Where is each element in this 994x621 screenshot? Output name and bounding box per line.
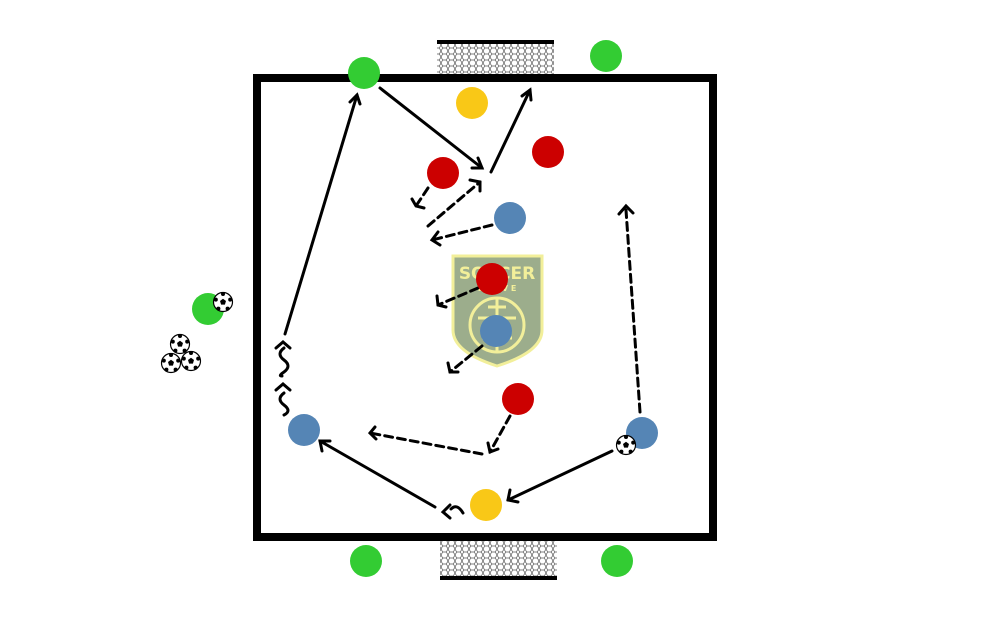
bottom-goal bbox=[440, 541, 557, 580]
player-yellow-bottom[interactable] bbox=[470, 489, 502, 521]
top-goal bbox=[437, 40, 554, 76]
dribble-bottom bbox=[449, 505, 465, 515]
dribble-left-upper bbox=[278, 346, 290, 378]
pass-yellow-to-blue bbox=[318, 439, 437, 509]
balls bbox=[160, 291, 637, 456]
run-red-left bbox=[414, 186, 430, 208]
run-diagonal-up bbox=[426, 180, 482, 228]
pass-blue-to-yellow bbox=[506, 449, 614, 502]
pass-arrows bbox=[283, 86, 614, 509]
dribble-left-lower bbox=[278, 391, 290, 417]
player-blue-2[interactable] bbox=[480, 315, 512, 347]
run-blue-logo bbox=[448, 344, 484, 374]
run-right-up bbox=[624, 208, 642, 414]
player-blue-1[interactable] bbox=[494, 202, 526, 234]
run-bottom-left bbox=[368, 431, 484, 456]
player-green-top-left[interactable] bbox=[348, 57, 380, 89]
run-red-bottom bbox=[488, 414, 512, 454]
player-red-3[interactable] bbox=[476, 263, 508, 295]
run-blue-center bbox=[430, 223, 494, 242]
player-green-bottom-right[interactable] bbox=[601, 545, 633, 577]
run-arrows bbox=[368, 180, 642, 456]
player-red-2[interactable] bbox=[532, 136, 564, 168]
ball-icon[interactable] bbox=[160, 352, 182, 374]
player-red-4[interactable] bbox=[502, 383, 534, 415]
ball-icon[interactable] bbox=[615, 434, 637, 456]
pass-center-to-goal bbox=[489, 88, 532, 174]
ball-icon[interactable] bbox=[180, 350, 202, 372]
run-red-logo bbox=[436, 286, 480, 307]
pass-green-to-center bbox=[378, 86, 484, 170]
player-green-bottom-left[interactable] bbox=[350, 545, 382, 577]
players bbox=[192, 40, 658, 577]
player-blue-3[interactable] bbox=[288, 414, 320, 446]
player-yellow-top[interactable] bbox=[456, 87, 488, 119]
ball-icon[interactable] bbox=[169, 333, 191, 355]
player-green-top-right[interactable] bbox=[590, 40, 622, 72]
pass-left-up bbox=[283, 93, 359, 336]
ball-icon[interactable] bbox=[212, 291, 234, 313]
player-red-1[interactable] bbox=[427, 157, 459, 189]
field-boundary bbox=[253, 74, 717, 541]
dribble-marks bbox=[274, 340, 465, 520]
